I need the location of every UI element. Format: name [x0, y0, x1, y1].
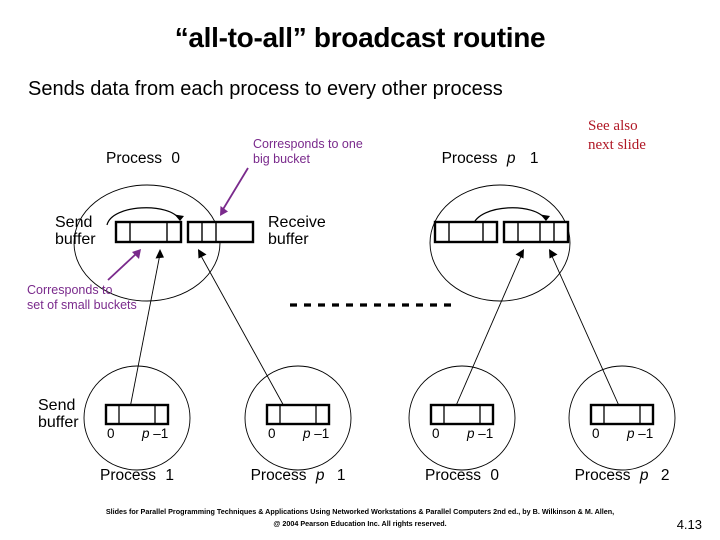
- top-process-0-group: Process 0: [55, 150, 330, 302]
- process-boundary-ellipse: [244, 365, 352, 471]
- top-process-p1-label: Process p 1: [442, 150, 539, 167]
- process-boundary-ellipse: [83, 365, 191, 471]
- page-number: 4.13: [676, 517, 702, 532]
- connector-arrowhead: [198, 249, 207, 259]
- top-receive-buffer-p1: [502, 220, 570, 244]
- buffer-index-end: p –1: [466, 426, 493, 441]
- top-send-buffer-p1: [433, 220, 499, 244]
- bottom-send-buffer-0: [429, 403, 495, 426]
- bottom-process-p1-group: 0 p –1 Process p 1: [244, 365, 352, 484]
- connector-arrowhead: [515, 249, 524, 259]
- buffer-index-end: p –1: [141, 426, 168, 441]
- connector-line: [454, 253, 523, 409]
- bottom-send-buffer-p1: [265, 403, 331, 426]
- buffer-index-start: 0: [432, 426, 440, 441]
- top-receive-buffer-label: Receive buffer: [268, 214, 330, 248]
- annotation-small-buckets-text: Corresponds to set of small buckets: [27, 283, 137, 312]
- bottom-process-p1-label: Process p 1: [251, 467, 346, 484]
- bottom-send-buffer-label: Send buffer: [38, 397, 80, 431]
- buffer-index-start: 0: [268, 426, 276, 441]
- buffer-index-end: p –1: [626, 426, 653, 441]
- process-boundary-ellipse: [568, 365, 676, 471]
- bottom-process-0-group: 0 p –1 Process 0: [408, 365, 516, 484]
- annotation-big-bucket-text: Corresponds to one big bucket: [253, 137, 366, 166]
- connector-arrowhead: [549, 249, 558, 259]
- top-process-0-label: Process 0: [106, 150, 180, 167]
- connector-arrowhead: [155, 249, 164, 259]
- bottom-process-1-group: 0 p –1 Process 1: [83, 365, 191, 484]
- connector-line: [550, 253, 621, 409]
- top-send-buffer-label: Send buffer: [55, 214, 97, 248]
- annotation-small-buckets-arrowhead: [132, 249, 141, 259]
- annotation-see-also-next-slide: See also next slide: [588, 118, 646, 153]
- bottom-send-buffer-p2: [589, 403, 655, 426]
- bottom-process-p2-group: 0 p –1 Process p 2: [568, 365, 676, 484]
- diagram-figure: Process 0: [0, 108, 720, 500]
- buffer-index-end: p –1: [302, 426, 329, 441]
- footer-line-2: @ 2004 Pearson Education Inc. All rights…: [273, 519, 447, 528]
- footer: Slides for Parallel Programming Techniqu…: [0, 506, 720, 530]
- buffer-index-start: 0: [107, 426, 115, 441]
- buffer-index-start: 0: [592, 426, 600, 441]
- annotation-big-bucket-leader: [221, 167, 249, 212]
- connector-line: [199, 253, 286, 409]
- top-process-p1-group: Process p 1: [429, 150, 571, 302]
- top-send-buffer-0: [114, 220, 183, 244]
- annotation-small-buckets: Corresponds to set of small buckets: [27, 249, 141, 312]
- annotation-small-buckets-leader: [107, 252, 138, 281]
- send-to-receive-arrowhead: [540, 214, 550, 221]
- bottom-process-1-label: Process 1: [100, 467, 174, 484]
- bottom-process-p2-label: Process p 2: [575, 467, 670, 484]
- bottom-send-buffer-1: [104, 403, 170, 426]
- top-receive-buffer-0: [186, 220, 255, 244]
- annotation-big-bucket: Corresponds to one big bucket: [220, 137, 366, 216]
- annotation-big-bucket-arrowhead: [220, 206, 228, 216]
- connector-line: [129, 253, 161, 409]
- process-connector-lines: [129, 249, 621, 409]
- process-boundary-ellipse: [429, 184, 571, 302]
- bottom-process-0-label: Process 0: [425, 467, 499, 484]
- process-boundary-ellipse: [408, 365, 516, 471]
- send-to-receive-arrowhead: [174, 214, 184, 221]
- footer-line-1: Slides for Parallel Programming Techniqu…: [105, 507, 615, 516]
- page-title: “all-to-all” broadcast routine: [174, 22, 546, 53]
- slide-subtitle: Sends data from each process to every ot…: [28, 78, 503, 100]
